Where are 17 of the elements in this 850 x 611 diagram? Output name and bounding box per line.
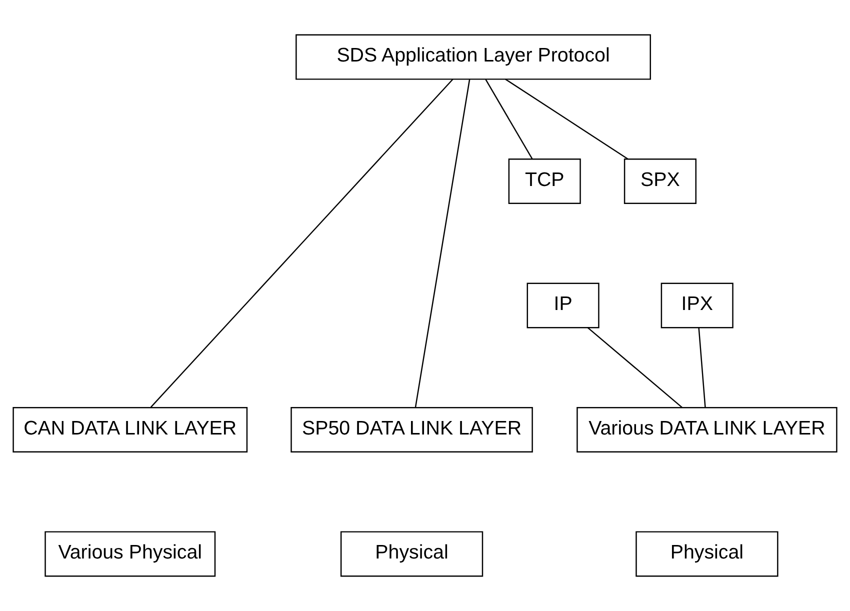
node-box: Various DATA LINK LAYER [576,406,838,452]
node-box: SPX [624,158,696,204]
node-box: Physical [340,531,484,577]
node-box: IP [526,282,600,328]
node-box: SDS Application Layer Protocol [296,34,651,80]
node-box: SP50 DATA LINK LAYER [290,406,533,452]
connector [505,78,628,160]
connector [150,78,454,408]
connector [587,327,682,408]
connector [485,79,533,160]
node-box: Various Physical [44,531,216,577]
node-box: Physical [636,531,778,577]
connector [414,79,470,408]
connector [698,328,706,408]
node-box: CAN DATA LINK LAYER [12,406,248,452]
node-box: TCP [508,158,581,204]
node-box: IPX [660,282,734,328]
